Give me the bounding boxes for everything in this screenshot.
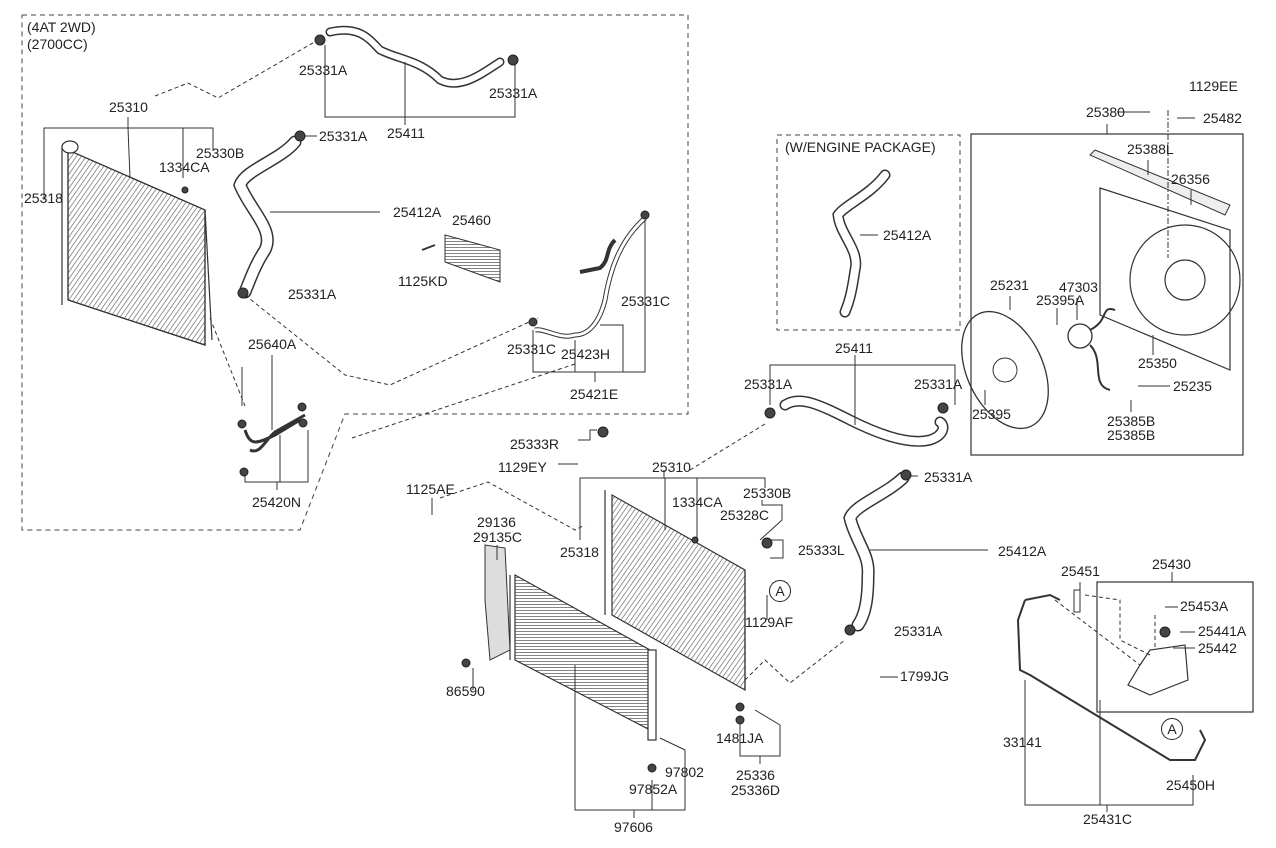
part-label-33141[interactable]: 33141 (1003, 734, 1042, 750)
part-label-26356[interactable]: 26356 (1171, 171, 1210, 187)
part-label-25231[interactable]: 25231 (990, 277, 1029, 293)
hose-25420N (243, 413, 306, 453)
part-label-25310[interactable]: 25310 (652, 459, 691, 475)
part-label-25331A[interactable]: 25331A (299, 62, 348, 78)
part-label-29135C[interactable]: 29135C (473, 529, 523, 545)
part-label-25411[interactable]: 25411 (835, 340, 873, 356)
part-label-25336D[interactable]: 25336D (731, 782, 781, 798)
part-label-86590[interactable]: 86590 (446, 683, 485, 699)
part-label-25331A[interactable]: 25331A (894, 623, 943, 639)
part-label-25430[interactable]: 25430 (1152, 556, 1191, 572)
part-label-25431C[interactable]: 25431C (1083, 811, 1133, 827)
part-label-1334CA[interactable]: 1334CA (672, 494, 723, 510)
part-label-97852A[interactable]: 97852A (629, 781, 678, 797)
part-label-1481JA[interactable]: 1481JA (716, 730, 764, 746)
part-label-25451[interactable]: 25451 (1061, 563, 1100, 579)
part-label-1334CA[interactable]: 1334CA (159, 159, 210, 175)
part-label-25328C[interactable]: 25328C (720, 507, 770, 523)
part-label-25350[interactable]: 25350 (1138, 355, 1177, 371)
part-label-25331A[interactable]: 25331A (744, 376, 793, 392)
part-label-47303[interactable]: 47303 (1059, 279, 1098, 295)
part-label-1125AE[interactable]: 1125AE (406, 481, 455, 497)
part-label-25318[interactable]: 25318 (24, 190, 63, 206)
air-guard-29136 (484, 544, 511, 661)
part-label-25336[interactable]: 25336 (736, 767, 775, 783)
part-label-25453A[interactable]: 25453A (1180, 598, 1229, 614)
part-label-25395A[interactable]: 25395A (1036, 292, 1085, 308)
part-label-25423H[interactable]: 25423H (561, 346, 611, 362)
part-label-25388L[interactable]: 25388L (1127, 141, 1174, 157)
part-label-25420N[interactable]: 25420N (252, 494, 302, 510)
part-label-25442[interactable]: 25442 (1198, 640, 1237, 656)
part-label-25330B[interactable]: 25330B (196, 145, 245, 161)
oil-cooler-25460 (421, 234, 501, 283)
part-label-25235[interactable]: 25235 (1173, 378, 1212, 394)
part-label-25331A[interactable]: 25331A (924, 469, 973, 485)
part-label-25380[interactable]: 25380 (1086, 104, 1125, 120)
variant-note-2700cc: (2700CC) (27, 36, 88, 52)
hose-clamps (181, 34, 1171, 773)
part-label-25333L[interactable]: 25333L (798, 542, 845, 558)
part-label-25330B[interactable]: 25330B (743, 485, 792, 501)
part-label-25395[interactable]: 25395 (972, 406, 1011, 422)
part-label-25482[interactable]: 25482 (1203, 110, 1242, 126)
part-label-97606[interactable]: 97606 (614, 819, 653, 835)
part-label-29136[interactable]: 29136 (477, 514, 516, 530)
part-label-25331C[interactable]: 25331C (621, 293, 671, 309)
fan-motor-47303 (1067, 323, 1093, 349)
fan-shroud-25350 (1099, 187, 1241, 371)
part-label-25331A[interactable]: 25331A (489, 85, 538, 101)
part-label-25331A[interactable]: 25331A (288, 286, 337, 302)
reference-marker-a: A (1161, 718, 1183, 740)
engine-package-box (776, 134, 961, 331)
part-label-25331C[interactable]: 25331C (507, 341, 557, 357)
part-label-25412A[interactable]: 25412A (998, 543, 1047, 559)
part-label-25318[interactable]: 25318 (560, 544, 599, 560)
part-label-1129EE[interactable]: 1129EE (1189, 78, 1238, 94)
fitting-25451 (1073, 589, 1081, 613)
part-label-25331A[interactable]: 25331A (319, 128, 368, 144)
variant-note-engine-package: (W/ENGINE PACKAGE) (785, 139, 936, 155)
part-label-25412A[interactable]: 25412A (883, 227, 932, 243)
part-label-25460[interactable]: 25460 (452, 212, 491, 228)
condenser-97606 (509, 573, 657, 741)
reference-marker-a: A (769, 580, 791, 602)
part-label-25411[interactable]: 25411 (387, 125, 425, 141)
radiator-main (604, 490, 746, 692)
variant-box-4at-2wd (21, 14, 689, 531)
part-label-1125KD[interactable]: 1125KD (398, 273, 448, 289)
reservoir-box (1096, 581, 1254, 713)
hose-25411-main (779, 395, 949, 447)
radiator-top-left (61, 140, 213, 346)
fan-blade-25231 (961, 310, 1049, 430)
part-label-25421E[interactable]: 25421E (570, 386, 619, 402)
shroud-bracket-26356 (1089, 149, 1231, 216)
part-label-25640A[interactable]: 25640A (248, 336, 297, 352)
part-label-1799JG[interactable]: 1799JG (900, 668, 950, 684)
part-label-25310[interactable]: 25310 (109, 99, 148, 115)
variant-note-4at-2wd: (4AT 2WD) (27, 19, 96, 35)
part-label-25385B[interactable]: 25385B (1107, 413, 1156, 429)
reservoir-tank-25430 (1127, 644, 1189, 696)
part-label-25385B[interactable]: 25385B (1107, 427, 1156, 443)
part-label-25331A[interactable]: 25331A (914, 376, 963, 392)
part-label-25333R[interactable]: 25333R (510, 436, 560, 452)
part-label-25412A[interactable]: 25412A (393, 204, 442, 220)
part-label-1129EY[interactable]: 1129EY (498, 459, 547, 475)
part-label-1129AF[interactable]: 1129AF (745, 614, 793, 630)
part-label-25450H[interactable]: 25450H (1166, 777, 1216, 793)
leader-lines (43, 39, 1195, 818)
part-label-97802[interactable]: 97802 (665, 764, 704, 780)
part-label-25441A[interactable]: 25441A (1198, 623, 1247, 639)
